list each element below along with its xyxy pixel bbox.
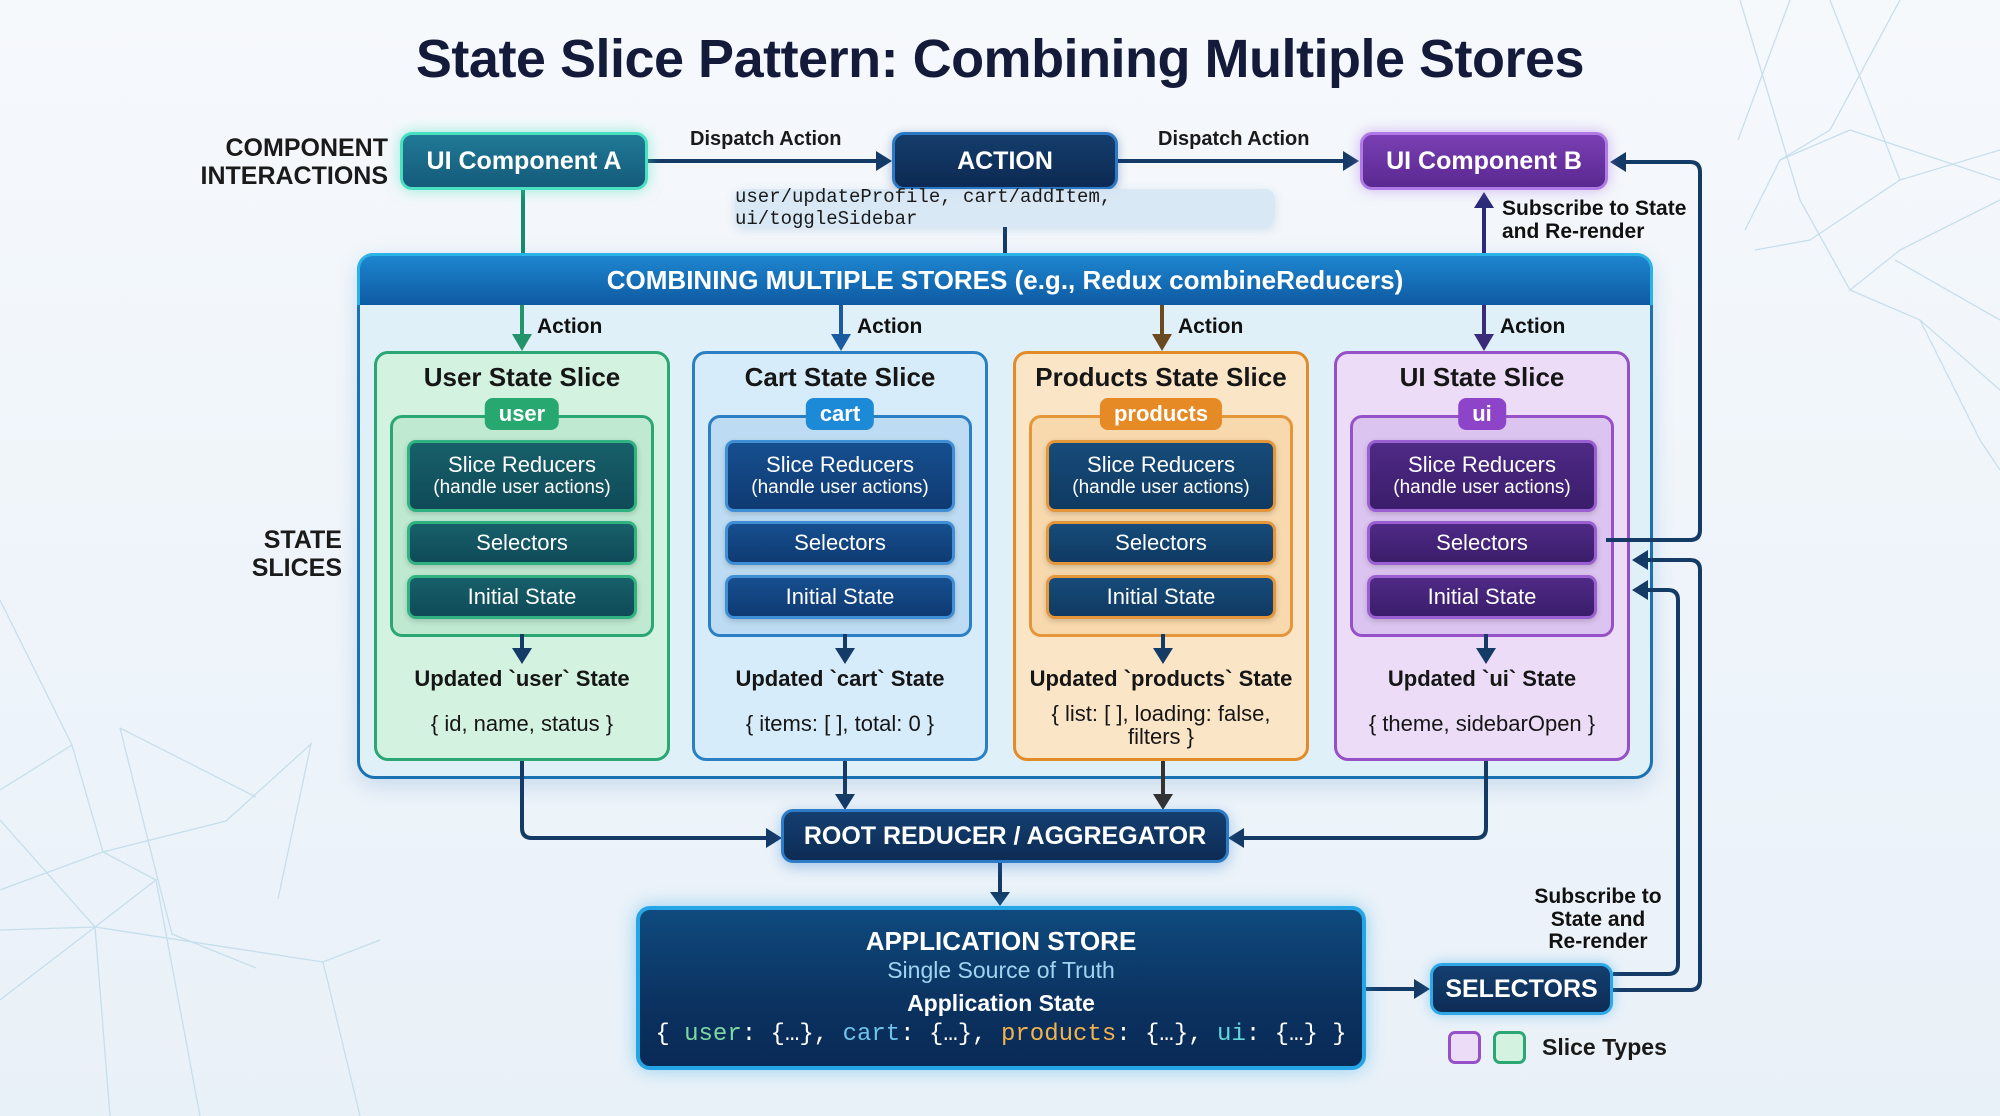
page-title: State Slice Pattern: Combining Multiple … <box>415 29 1585 89</box>
slice-title: Products State Slice <box>1035 362 1287 392</box>
store-state-label: Application State <box>907 989 1095 1016</box>
legend: Slice Types <box>1448 1031 1667 1064</box>
store-state-shape: { user: {…}, cart: {…}, products: {…}, u… <box>655 1019 1346 1050</box>
slice-title: UI State Slice <box>1399 362 1565 392</box>
label-line: INTERACTIONS <box>200 162 389 190</box>
store-title: APPLICATION STORE <box>865 926 1137 957</box>
slice-reducers-hint: (handle user actions) <box>1072 476 1250 498</box>
action-node[interactable]: ACTION <box>892 132 1118 190</box>
label-line: COMPONENT <box>225 134 389 162</box>
label-line: Subscribe to State <box>1502 197 1687 220</box>
application-store-node[interactable]: APPLICATION STORE Single Source of Truth… <box>636 906 1366 1070</box>
label-line: SLICES <box>251 554 342 582</box>
store-key-ui: ui <box>1217 1020 1246 1048</box>
brace: { <box>655 1020 685 1048</box>
combine-stores-header: COMBINING MULTIPLE STORES (e.g., Redux c… <box>357 253 1653 305</box>
label-line: Re-render <box>1548 930 1648 954</box>
ui-component-a-node[interactable]: UI Component A <box>400 132 648 190</box>
slice-reducers-hint: (handle user actions) <box>751 476 929 498</box>
slice-reducers-box[interactable]: Slice Reducers (handle user actions) <box>1046 440 1276 512</box>
store-value: : {…}, <box>741 1020 843 1048</box>
legend-swatch-purple <box>1448 1031 1481 1064</box>
ui-component-b-node[interactable]: UI Component B <box>1360 132 1608 190</box>
label-line: State and <box>1550 907 1646 931</box>
store-key-cart: cart <box>842 1020 901 1048</box>
initial-state-box[interactable]: Initial State <box>1367 575 1597 619</box>
selectors-box[interactable]: Selectors <box>407 521 637 565</box>
action-types-list: user/updateProfile, cart/addItem, ui/tog… <box>735 186 1275 230</box>
component-interactions-label: COMPONENT INTERACTIONS <box>150 134 389 190</box>
state-slices-label: STATE SLICES <box>150 526 342 582</box>
slice-reducers-label: Slice Reducers <box>766 452 914 478</box>
slice-inner-box: Slice Reducers (handle user actions) Sel… <box>1029 415 1293 637</box>
slice-key-tag: products <box>1099 398 1223 430</box>
state-shape: { id, name, status } <box>430 711 614 736</box>
slice-inner-box: Slice Reducers (handle user actions) Sel… <box>1350 415 1614 637</box>
slice-reducers-label: Slice Reducers <box>1408 452 1556 478</box>
store-key-user: user <box>684 1020 742 1048</box>
initial-state-box[interactable]: Initial State <box>725 575 955 619</box>
selectors-node[interactable]: SELECTORS <box>1430 963 1613 1015</box>
store-subtitle: Single Source of Truth <box>887 957 1115 984</box>
action-label-cart: Action <box>857 315 923 338</box>
store-value: : {…} <box>1245 1020 1333 1048</box>
slice-reducers-box[interactable]: Slice Reducers (handle user actions) <box>725 440 955 512</box>
root-reducer-node[interactable]: ROOT REDUCER / AGGREGATOR <box>781 809 1229 863</box>
slice-key-tag: user <box>484 398 560 430</box>
slice-reducers-label: Slice Reducers <box>448 452 596 478</box>
subscribe-rerender-label: Subscribe to State and Re-render <box>1502 197 1687 243</box>
products-state-slice[interactable]: Products State Slice Slice Reducers (han… <box>1013 351 1309 761</box>
legend-label: Slice Types <box>1542 1034 1667 1060</box>
initial-state-box[interactable]: Initial State <box>1046 575 1276 619</box>
updated-state-label: Updated `cart` State <box>735 666 945 691</box>
initial-state-box[interactable]: Initial State <box>407 575 637 619</box>
label-line: and Re-render <box>1502 219 1645 243</box>
selectors-box[interactable]: Selectors <box>1046 521 1276 565</box>
ui-state-slice[interactable]: UI State Slice Slice Reducers (handle us… <box>1334 351 1630 761</box>
legend-swatch-green <box>1493 1031 1526 1064</box>
label-line: STATE <box>263 526 342 554</box>
store-value: : {…}, <box>1116 1020 1218 1048</box>
updated-state-label: Updated `products` State <box>1029 666 1293 691</box>
slice-reducers-box[interactable]: Slice Reducers (handle user actions) <box>1367 440 1597 512</box>
action-label-user: Action <box>537 315 603 338</box>
slice-title: User State Slice <box>423 362 621 392</box>
state-shape: { list: [ ], loading: false, filters } <box>1051 701 1271 750</box>
selectors-box[interactable]: Selectors <box>725 521 955 565</box>
action-label-products: Action <box>1178 315 1244 338</box>
dispatch-action-label: Dispatch Action <box>690 128 842 150</box>
updated-state-label: Updated `ui` State <box>1387 666 1577 691</box>
cart-state-slice[interactable]: Cart State Slice Slice Reducers (handle … <box>692 351 988 761</box>
slice-reducers-label: Slice Reducers <box>1087 452 1235 478</box>
selectors-box[interactable]: Selectors <box>1367 521 1597 565</box>
store-key-products: products <box>1001 1020 1117 1048</box>
user-state-slice[interactable]: User State Slice Slice Reducers (handle … <box>374 351 670 761</box>
slice-reducers-hint: (handle user actions) <box>1393 476 1571 498</box>
label-line: Subscribe to <box>1534 885 1662 908</box>
action-label-ui: Action <box>1500 315 1566 338</box>
slice-title: Cart State Slice <box>744 362 936 392</box>
store-value: : {…}, <box>900 1020 1001 1048</box>
slice-key-tag: ui <box>1458 398 1506 430</box>
state-shape: { theme, sidebarOpen } <box>1368 711 1596 736</box>
slice-inner-box: Slice Reducers (handle user actions) Sel… <box>708 415 972 637</box>
slice-inner-box: Slice Reducers (handle user actions) Sel… <box>390 415 654 637</box>
brace: } <box>1332 1020 1347 1048</box>
dispatch-action-label: Dispatch Action <box>1158 128 1310 150</box>
subscribe-rerender-label-bottom: Subscribe to State and Re-render <box>1508 885 1688 954</box>
updated-state-label: Updated `user` State <box>414 666 630 691</box>
state-shape: { items: [ ], total: 0 } <box>745 711 935 736</box>
slice-key-tag: cart <box>805 398 875 430</box>
slice-reducers-hint: (handle user actions) <box>433 476 611 498</box>
slice-reducers-box[interactable]: Slice Reducers (handle user actions) <box>407 440 637 512</box>
